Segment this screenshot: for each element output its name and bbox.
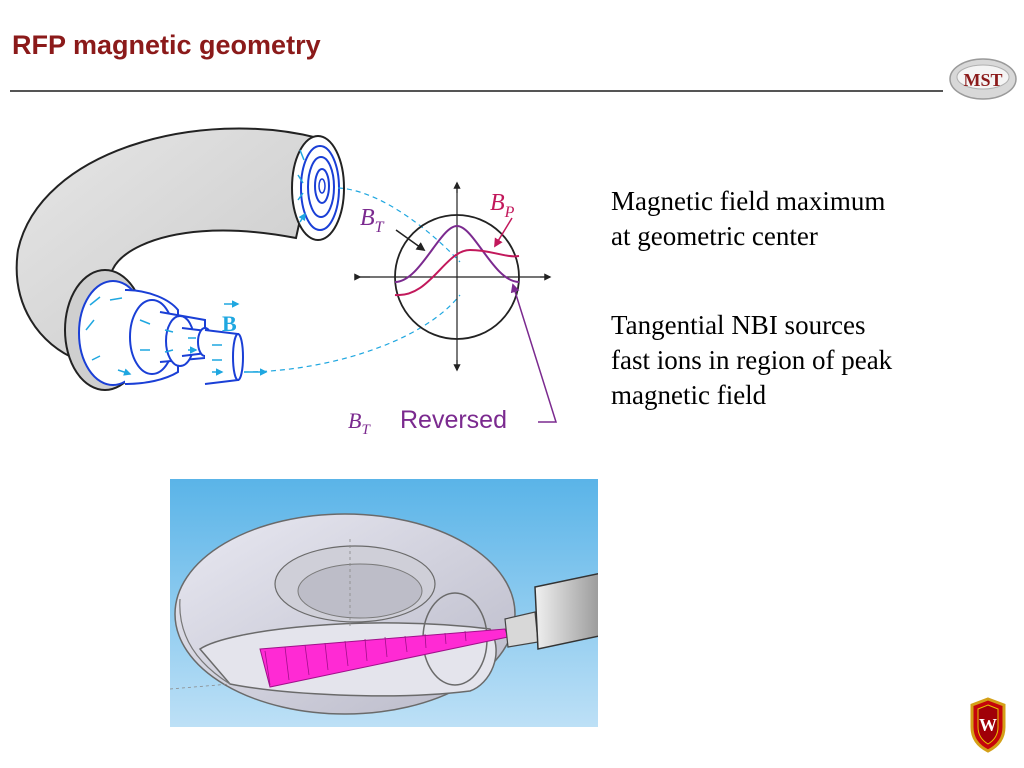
mst-logo-text: MST xyxy=(963,70,1002,90)
b-vector-label: B xyxy=(222,311,237,336)
dashed-projection-lines xyxy=(243,187,461,373)
bt-pointer-arrow xyxy=(395,229,426,252)
text-line: Tangential NBI sources xyxy=(611,310,866,340)
bt-label: BT xyxy=(360,205,385,236)
reversed-label: Reversed xyxy=(400,406,507,434)
bp-label-sub: P xyxy=(504,204,515,221)
text-line: magnetic field xyxy=(611,380,767,410)
bp-pointer-arrow xyxy=(494,217,513,248)
field-profile-plot xyxy=(354,181,552,372)
text-line: Magnetic field maximum xyxy=(611,186,886,216)
uw-crest-letter: W xyxy=(979,715,997,735)
injector-neck xyxy=(504,611,539,648)
text-line: fast ions in region of peak xyxy=(611,345,893,375)
text-block-nbi: Tangential NBI sources fast ions in regi… xyxy=(611,308,892,413)
reversed-bt-label: BT xyxy=(348,408,371,438)
mst-logo-icon: MST xyxy=(949,58,1017,100)
title-divider xyxy=(10,90,943,92)
bp-curve xyxy=(394,248,520,297)
reversed-pointer-arrow xyxy=(510,283,558,423)
bp-label-main: B xyxy=(490,190,505,216)
text-line: at geometric center xyxy=(611,221,818,251)
uw-crest-icon: W xyxy=(970,697,1006,753)
nbi-torus-render xyxy=(170,479,598,727)
slide-title: RFP magnetic geometry xyxy=(12,30,321,60)
reversed-bt-main: B xyxy=(348,408,361,433)
bt-label-sub: T xyxy=(375,219,385,236)
bt-curve xyxy=(394,224,520,283)
nbi-injector-box xyxy=(534,572,598,650)
beam-grid-lines xyxy=(264,630,467,686)
text-block-field-maximum: Magnetic field maximum at geometric cent… xyxy=(611,184,885,254)
rfp-field-diagram: B BT BP BT Reversed xyxy=(15,127,558,438)
bt-label-main: B xyxy=(360,205,375,231)
reversed-bt-sub: T xyxy=(361,422,371,438)
bp-label: BP xyxy=(490,190,515,221)
torus-cut-face-top xyxy=(291,135,345,241)
torus-cut-face-bottom xyxy=(64,269,244,391)
